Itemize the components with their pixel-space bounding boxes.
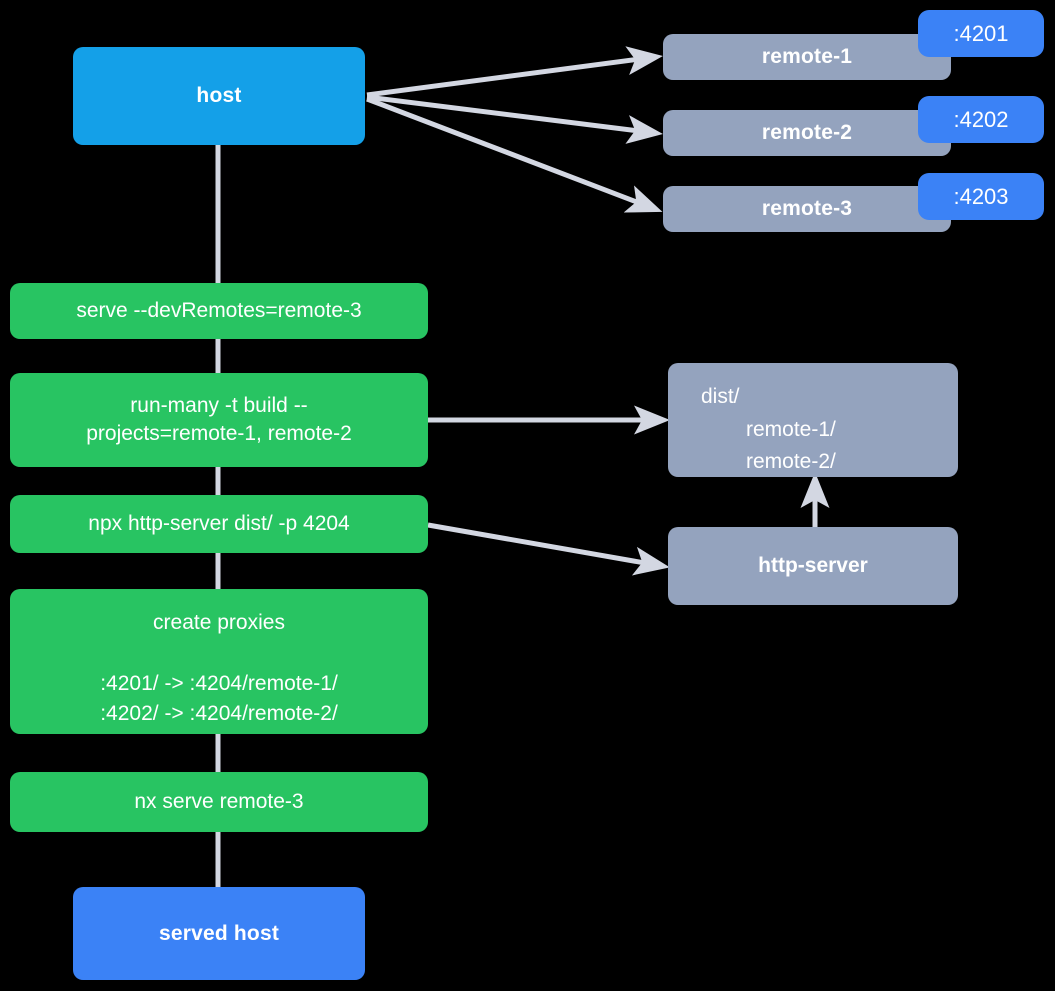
edge-host-to-remote-2 [366, 94, 663, 144]
node-create-proxies[interactable]: create proxies :4201/ -> :4204/remote-1/… [10, 589, 428, 734]
node-dist-folder[interactable]: dist/ remote-1/ remote-2/ [668, 363, 958, 477]
node-command-run-many-build[interactable]: run-many -t build -- projects=remote-1, … [10, 373, 428, 467]
node-command-nx-serve-remote-3[interactable]: nx serve remote-3 [10, 772, 428, 832]
node-served-host[interactable]: served host [73, 887, 365, 980]
edge-npx-to-httpserver [427, 522, 670, 576]
badge-port-4202: :4202 [918, 96, 1044, 143]
proxy-mapping-4201: :4201/ -> :4204/remote-1/ [100, 672, 338, 695]
proxy-mapping-4202: :4202/ -> :4204/remote-2/ [100, 702, 338, 726]
edge-host-to-remote-3 [366, 96, 663, 213]
edge-host-to-remote-1 [366, 46, 663, 98]
badge-port-4201: :4201 [918, 10, 1044, 57]
badge-port-4203: :4203 [918, 173, 1044, 220]
dist-root-label: dist/ [701, 385, 740, 408]
node-http-server[interactable]: http-server [668, 527, 958, 605]
node-remote-2[interactable]: remote-2 [663, 110, 951, 156]
dist-child-remote-2: remote-2/ [746, 450, 836, 474]
dist-child-remote-1: remote-1/ [746, 417, 836, 441]
node-remote-1[interactable]: remote-1 [663, 34, 951, 80]
node-command-serve-devremotes[interactable]: serve --devRemotes=remote-3 [10, 283, 428, 339]
node-command-npx-http-server[interactable]: npx http-server dist/ -p 4204 [10, 495, 428, 553]
node-host[interactable]: host [73, 47, 365, 145]
create-proxies-title: create proxies [153, 611, 285, 634]
node-remote-3[interactable]: remote-3 [663, 186, 951, 232]
